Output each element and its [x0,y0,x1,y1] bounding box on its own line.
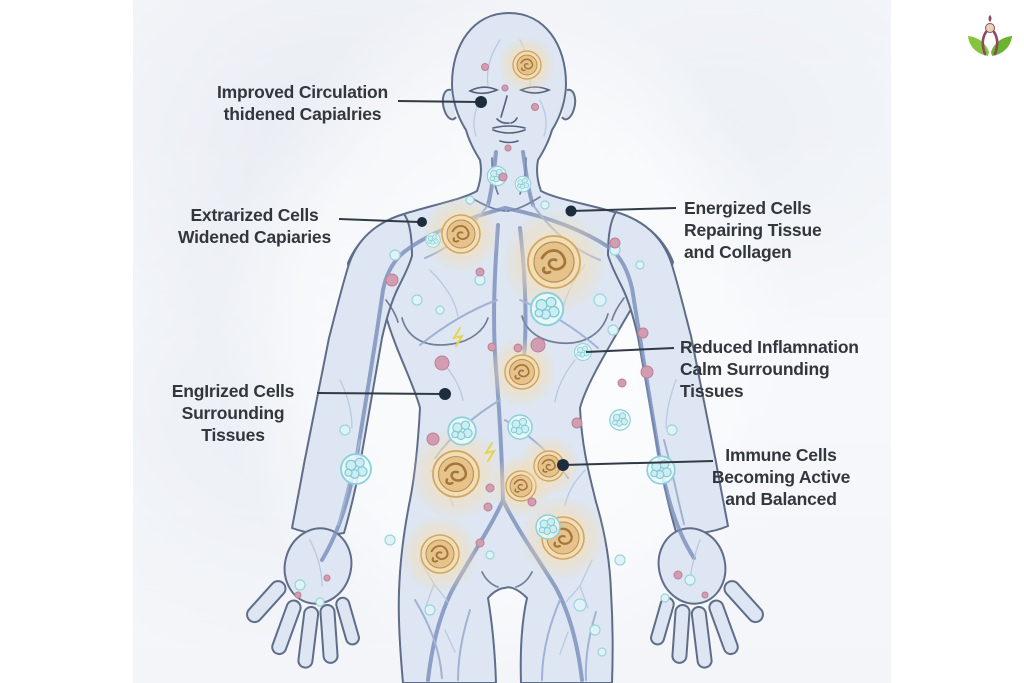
energy-sparks [451,327,497,462]
annotation-reduced-inflammation: Reduced Inflamnation Calm Surrounding Ti… [680,336,890,402]
body-contour-lines [385,157,625,588]
annotation-line: thidened Capialries [223,104,382,124]
annotation-improved-circulation: Improved Circulation thidened Capialries [205,81,400,125]
connector-dot-engirized-cells [439,388,451,400]
annotation-line: Surrounding Tissues [181,403,285,445]
annotation-line: and Balanced [725,489,837,509]
annotation-energized-cells: Energized Cells Repairing Tissue and Col… [684,197,864,263]
connector-extrarized-cells [338,218,420,223]
annotation-line: Widened Capiaries [177,227,331,247]
logo-figure-icon [981,30,999,56]
connector-dot-extrarized-cells [417,217,427,227]
annotation-line: Becoming Active [711,467,851,487]
annotation-line: and Collagen [684,242,792,262]
energized-cell [401,515,479,593]
annotation-line: Calm Surrounding Tissues [680,359,830,401]
pink-cell-dots [294,63,709,599]
wellness-logo [968,15,1012,56]
annotation-line: EngIrized Cells [171,381,295,401]
connector-dot-improved-circulation [475,96,487,108]
annotation-connectors [316,96,714,471]
annotation-line: Energized Cells [684,198,812,218]
logo-swirl-icon [988,15,992,22]
annotation-immune-cells: Immune Cells Becoming Active and Balance… [706,444,856,510]
annotation-line: Improved Circulation [216,82,389,102]
annotation-line: Reduced Inflamnation [680,337,859,357]
energized-cell [409,427,503,521]
connector-reduced-inflammation [585,347,675,353]
connector-immune-cells [562,460,714,466]
annotation-engirized-cells: EngIrized Cells Surrounding Tissues [152,380,314,446]
connector-dot-immune-cells [557,459,569,471]
connector-dot-energized-cells [565,205,577,217]
logo-figure-head-icon [985,23,995,33]
right-ear [561,88,577,121]
energized-cell [520,495,606,581]
annotation-line: Extrarized Cells [190,205,319,225]
energized-cell [501,209,607,315]
connector-engirized-cells [316,392,443,395]
energized-cell [487,337,557,407]
connector-energized-cells [570,207,677,212]
energized-cell [422,195,500,273]
teal-rings [294,195,696,657]
energized-cell [518,435,580,497]
annotation-line: Immune Cells [725,445,837,465]
annotation-line: Repairing Tissue [684,220,822,240]
connector-improved-circulation [397,100,479,103]
left-ear [441,88,457,121]
energized-cell [498,36,556,94]
annotation-extrarized-cells: Extrarized Cells Widened Capiaries [172,204,337,248]
